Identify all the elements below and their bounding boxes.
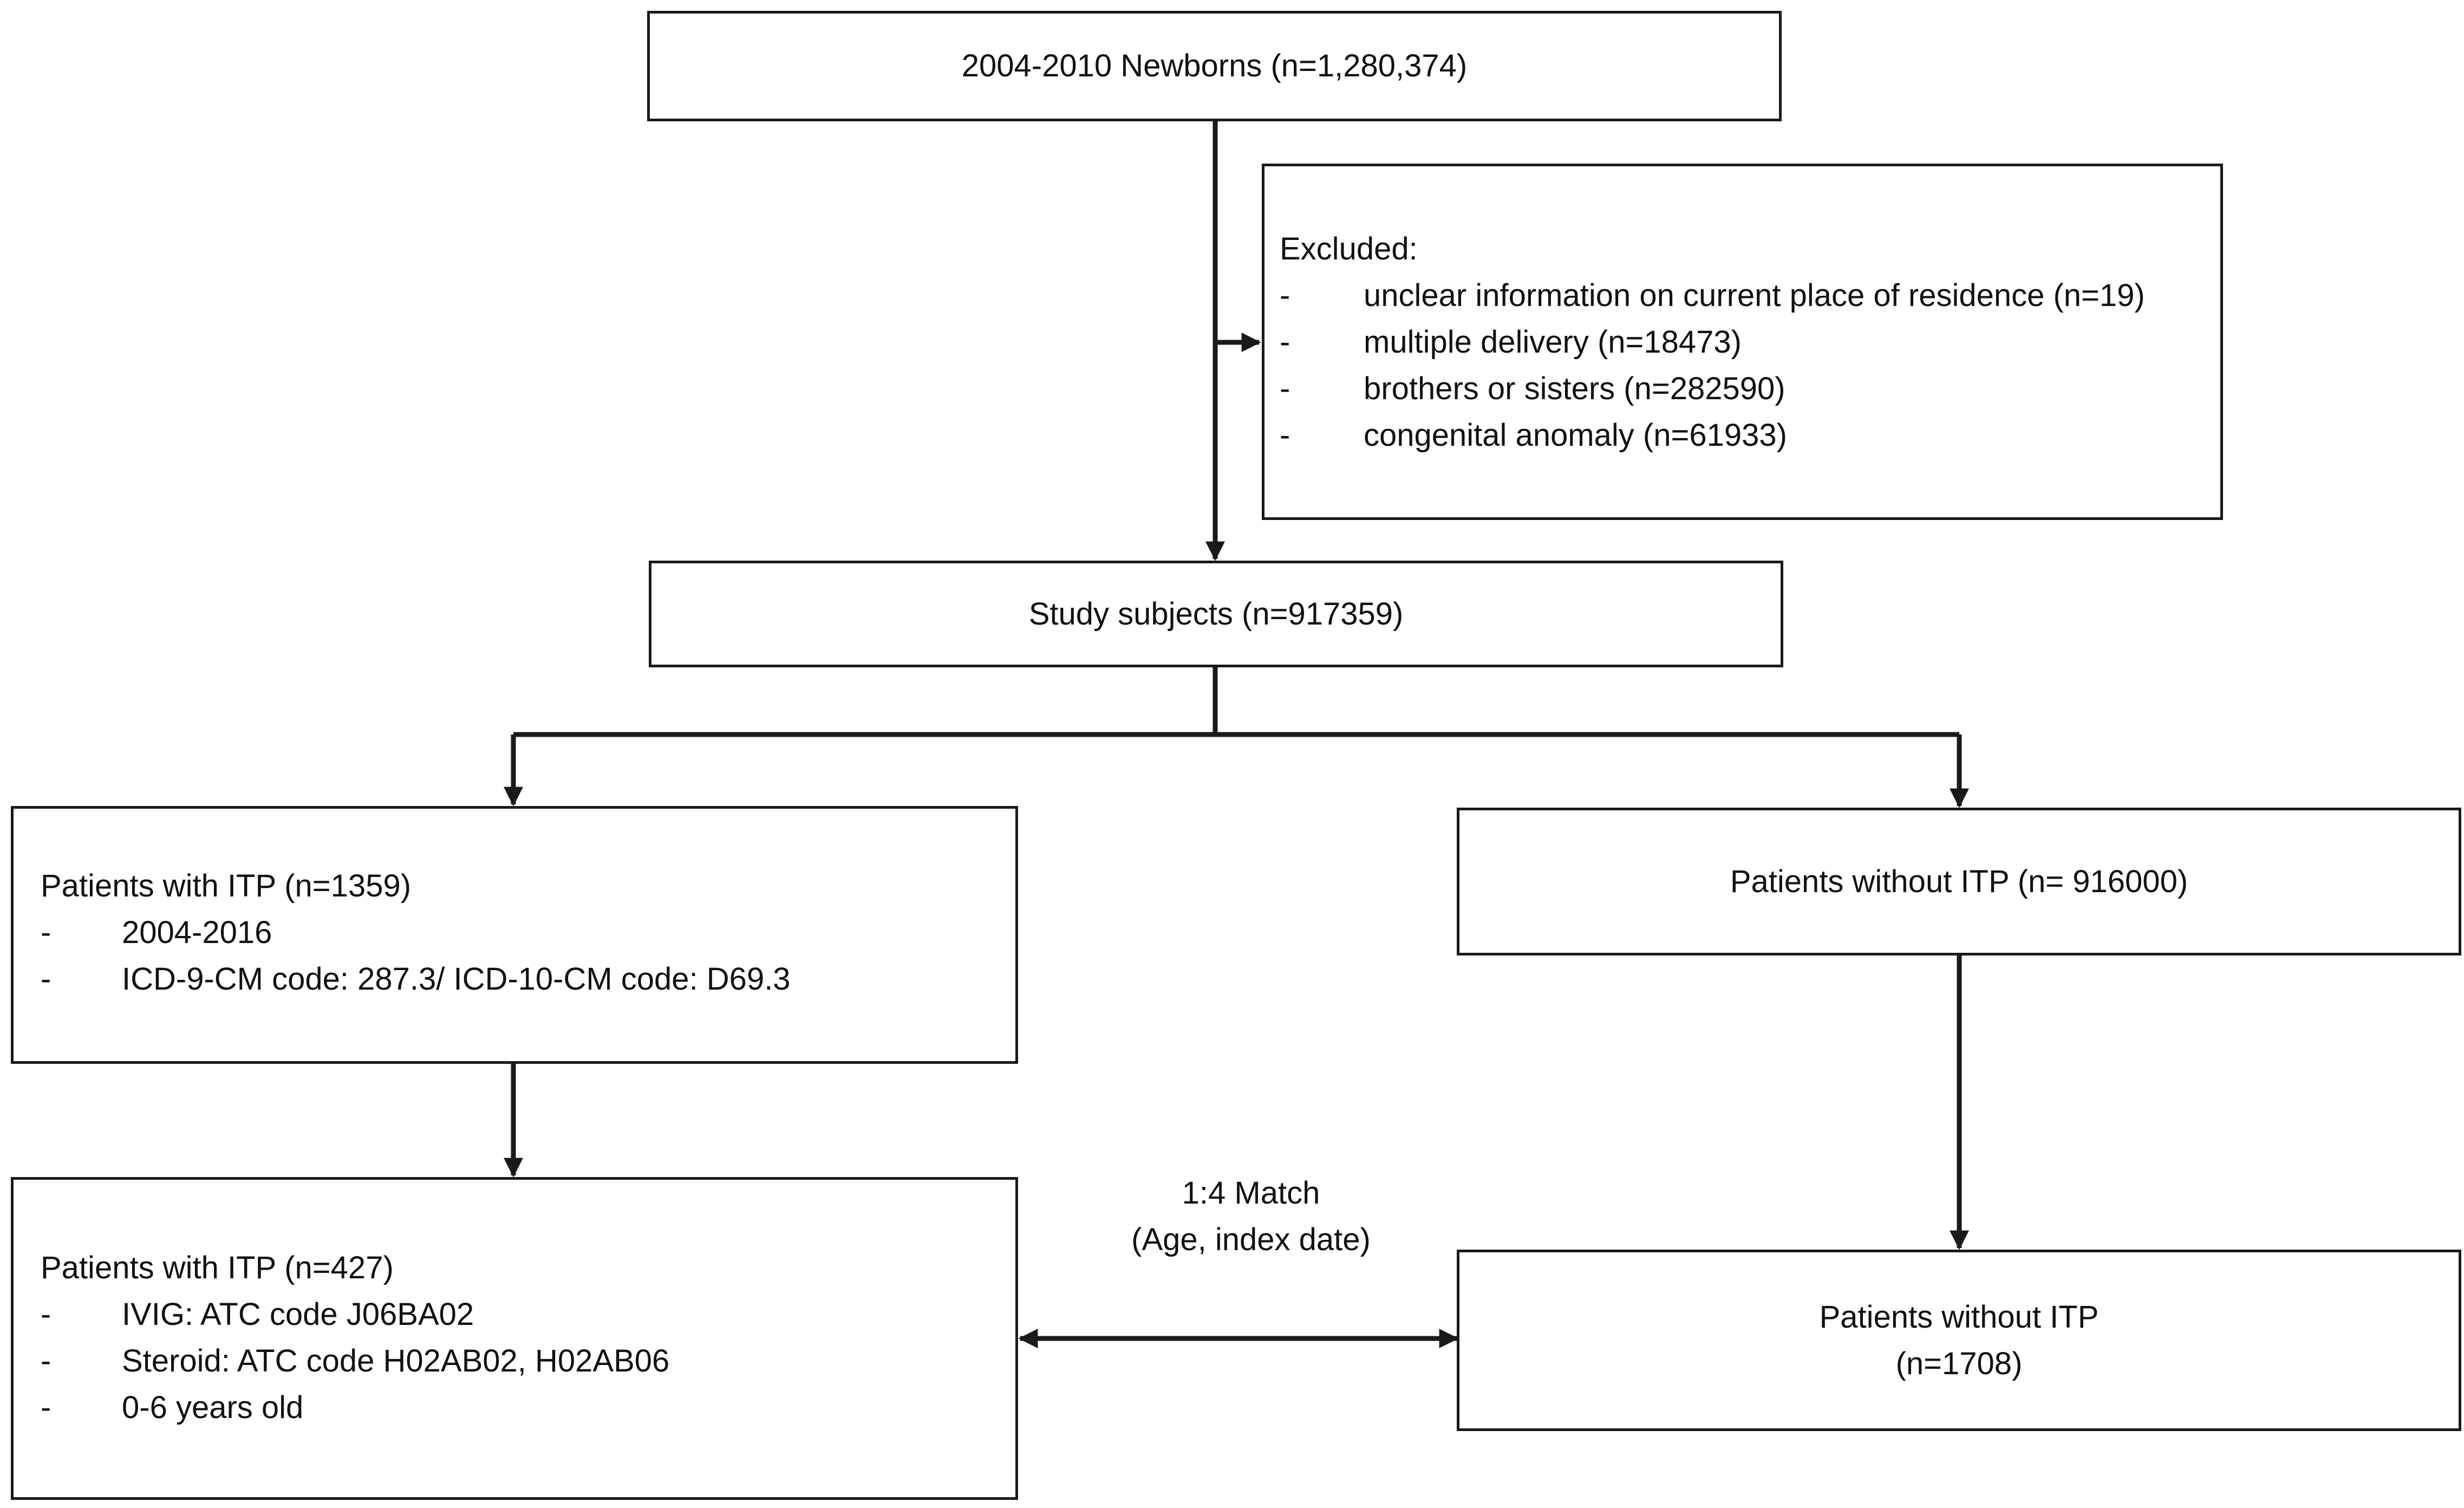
newborns-box: 2004-2010 Newborns (n=1,280,374)	[647, 11, 1782, 121]
itp-matched-criteria-list: -IVIG: ATC code J06BA02 -Steroid: ATC co…	[41, 1291, 669, 1431]
newborns-label: 2004-2010 Newborns (n=1,280,374)	[961, 48, 1468, 83]
no-itp-box: Patients without ITP (n= 916000)	[1457, 808, 2461, 955]
itp-title: Patients with ITP (n=1359)	[41, 868, 412, 903]
match-ratio: 1:4 Match	[1182, 1175, 1320, 1211]
itp-criteria-list: -2004-2016 -ICD-9-CM code: 287.3/ ICD-10…	[41, 909, 791, 1003]
itp-criteria-item: -ICD-9-CM code: 287.3/ ICD-10-CM code: D…	[41, 961, 791, 997]
itp-box: Patients with ITP (n=1359) -2004-2016 -I…	[11, 806, 1018, 1064]
itp-matched-box: Patients with ITP (n=427) -IVIG: ATC cod…	[11, 1177, 1018, 1500]
no-itp-matched-label: Patients without ITP	[1819, 1299, 2099, 1335]
match-criteria: (Age, index date)	[1131, 1222, 1371, 1257]
match-label: 1:4 Match (Age, index date)	[1078, 1170, 1424, 1263]
excluded-item: -unclear information on current place of…	[1280, 278, 2145, 313]
itp-matched-criteria-item: -Steroid: ATC code H02AB02, H02AB06	[41, 1343, 670, 1379]
itp-criteria-item: -2004-2016	[41, 915, 272, 950]
itp-matched-criteria-item: -0-6 years old	[41, 1390, 304, 1425]
itp-matched-criteria-item: -IVIG: ATC code J06BA02	[41, 1297, 474, 1332]
no-itp-matched-count: (n=1708)	[1895, 1346, 2023, 1381]
excluded-box: Excluded: -unclear information on curren…	[1262, 164, 2223, 520]
study-subjects-label: Study subjects (n=917359)	[1028, 596, 1404, 632]
no-itp-label: Patients without ITP (n= 916000)	[1730, 863, 2188, 899]
excluded-title: Excluded:	[1280, 231, 1418, 266]
excluded-item: -brothers or sisters (n=282590)	[1280, 371, 1785, 406]
excluded-list: -unclear information on current place of…	[1280, 272, 2145, 459]
excluded-item: -congenital anomaly (n=61933)	[1280, 418, 1787, 453]
itp-matched-title: Patients with ITP (n=427)	[41, 1250, 394, 1285]
no-itp-matched-box: Patients without ITP (n=1708)	[1457, 1250, 2461, 1431]
study-subjects-box: Study subjects (n=917359)	[649, 561, 1783, 667]
excluded-item: -multiple delivery (n=18473)	[1280, 324, 1742, 360]
